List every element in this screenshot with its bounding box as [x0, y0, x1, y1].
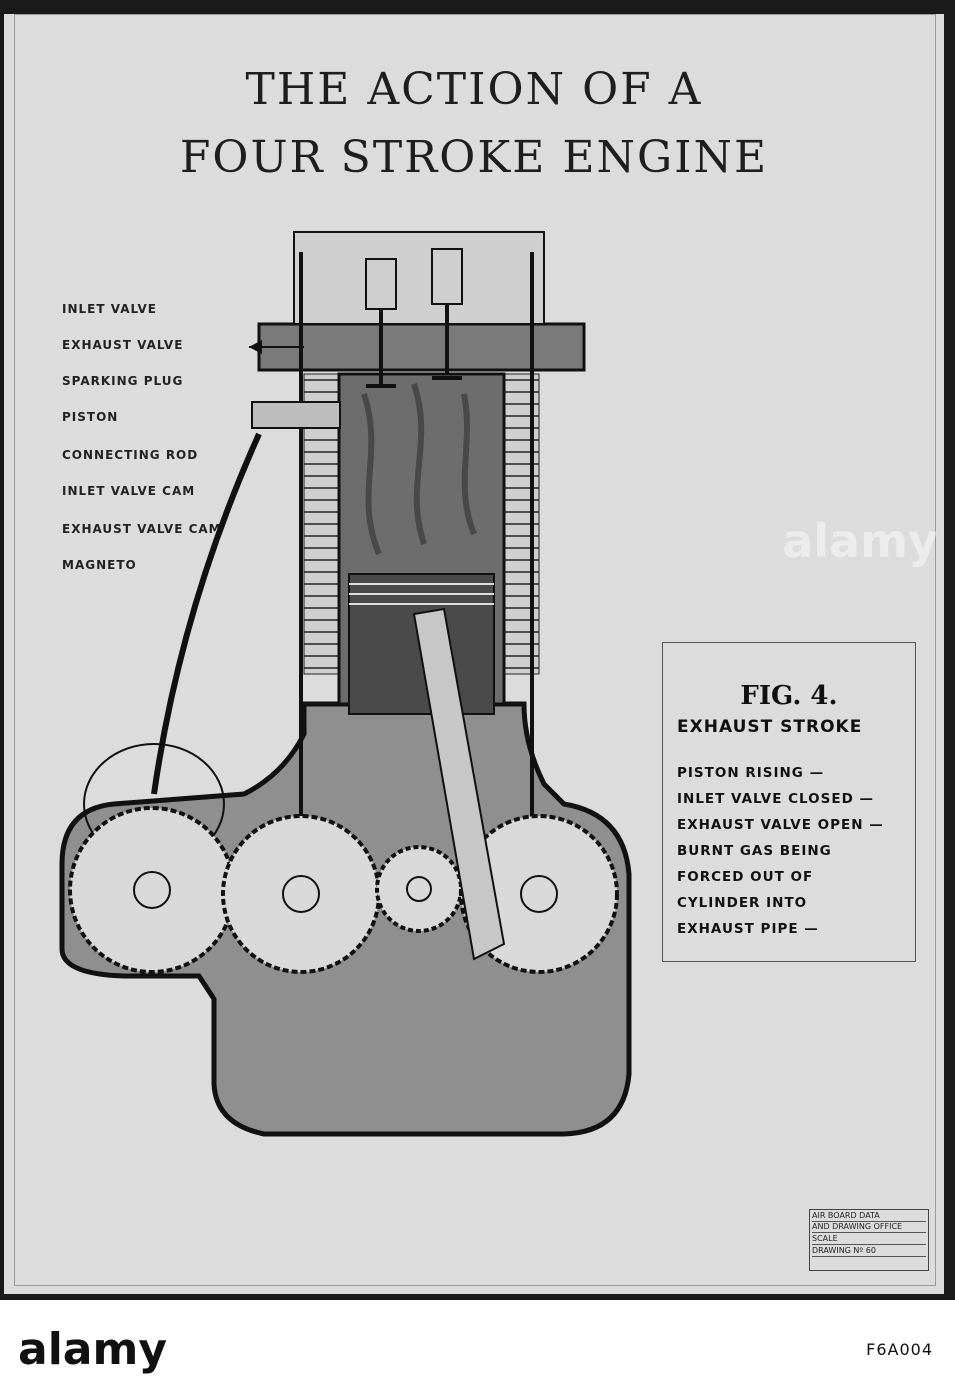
figure-line: EXHAUST VALVE OPEN —	[677, 817, 884, 833]
inlet-valve	[366, 309, 396, 388]
legend-piston: PISTON	[62, 410, 119, 424]
footer-logo: alamy	[18, 1324, 167, 1375]
poster: THE ACTION OF A FOUR STROKE ENGINE INLET…	[4, 14, 944, 1294]
valve-gear-housing	[293, 231, 545, 325]
connecting-rod	[412, 607, 506, 961]
inlet-cam-hub	[282, 875, 320, 913]
figure-stroke-name: EXHAUST STROKE	[677, 717, 863, 737]
legend-inlet-valve: INLET VALVE	[62, 302, 157, 316]
crank-gear	[375, 845, 463, 933]
title-line-1: THE ACTION OF A	[245, 64, 703, 115]
magneto-lead	[151, 432, 262, 795]
footer-image-id: F6A004	[866, 1340, 933, 1359]
inlet-cam-gear	[221, 814, 381, 974]
figure-line: PISTON RISING —	[677, 765, 825, 781]
figure-line: BURNT GAS BEING	[677, 843, 832, 859]
stamp-drawing-number: DRAWING Nº 60	[812, 1246, 926, 1257]
figure-caption-box: FIG. 4. EXHAUST STROKE PISTON RISING — I…	[662, 642, 916, 962]
legend-inlet-valve-cam: INLET VALVE CAM	[62, 484, 196, 498]
burnt-gas-swirls	[361, 383, 477, 556]
drawing-office-stamp: AIR BOARD DATA AND DRAWING OFFICE SCALE …	[809, 1209, 929, 1271]
spark-plug	[251, 401, 341, 429]
figure-line: CYLINDER INTO	[677, 895, 808, 911]
magneto-gear	[68, 806, 236, 974]
legend-connecting-rod: CONNECTING ROD	[62, 448, 199, 462]
legend-sparking-plug: SPARKING PLUG	[62, 374, 184, 388]
magneto-gear-hub	[133, 871, 171, 909]
figure-line: FORCED OUT OF	[677, 869, 814, 885]
stamp-scale: SCALE	[812, 1234, 926, 1245]
figure-label: FIG. 4.	[740, 681, 838, 711]
legend-magneto: MAGNETO	[62, 558, 137, 572]
exhaust-valve	[432, 304, 462, 380]
watermark: alamy	[782, 514, 938, 568]
title-line-2: FOUR STROKE ENGINE	[179, 132, 769, 183]
crank-hub	[406, 876, 432, 902]
exhaust-cam-hub	[520, 875, 558, 913]
legend-exhaust-valve-cam: EXHAUST VALVE CAM	[62, 522, 222, 536]
footer-bar: alamy F6A004	[0, 1300, 955, 1390]
exhaust-arrow-head	[249, 340, 262, 354]
photo-frame: THE ACTION OF A FOUR STROKE ENGINE INLET…	[0, 0, 955, 1300]
exhaust-pipe	[257, 322, 586, 372]
figure-line: INLET VALVE CLOSED —	[677, 791, 875, 807]
engine-diagram	[59, 231, 632, 1137]
poster-border	[14, 14, 936, 1286]
stamp-office-line-2: AND DRAWING OFFICE	[812, 1222, 926, 1233]
figure-line: EXHAUST PIPE —	[677, 921, 819, 937]
stamp-office-line-1: AIR BOARD DATA	[812, 1211, 926, 1222]
legend-exhaust-valve: EXHAUST VALVE	[62, 338, 184, 352]
